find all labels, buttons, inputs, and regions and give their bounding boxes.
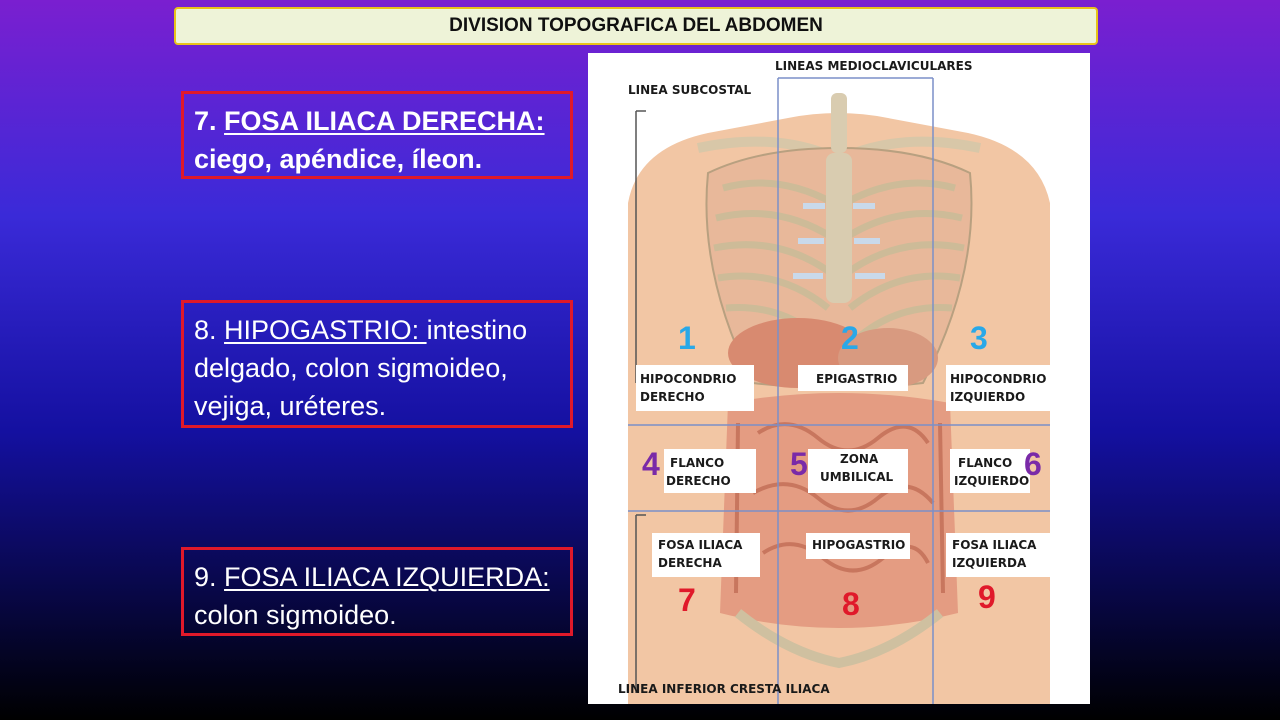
iliac-crest-line-label: LINEA INFERIOR CRESTA ILIACA — [618, 682, 830, 696]
slide-title: DIVISION TOPOGRAFICA DEL ABDOMEN — [449, 15, 823, 36]
region-6-label-line1: FLANCO — [958, 456, 1012, 470]
costal-cartilages — [793, 203, 885, 279]
card-heading: FOSA ILIACA IZQUIERDA: — [224, 562, 550, 592]
card-heading: HIPOGASTRIO: — [224, 315, 427, 345]
region-2-label-line1: EPIGASTRIO — [816, 372, 897, 386]
region-1-label-line1: HIPOCONDRIO — [640, 372, 736, 386]
region-number-4: 4 — [642, 446, 660, 482]
card-number: 9. — [194, 562, 217, 592]
region-number-7: 7 — [678, 582, 696, 618]
card-number: 7. — [194, 106, 217, 136]
region-6-label-line2: IZQUIERDO — [954, 474, 1029, 488]
card-body: colon sigmoideo. — [194, 600, 397, 630]
region-number-6: 6 — [1024, 446, 1042, 482]
pelvis — [734, 609, 944, 669]
region-card-fosa-iliaca-izquierda: 9. FOSA ILIACA IZQUIERDA: colon sigmoide… — [181, 547, 573, 636]
region-4-label-line2: DERECHO — [666, 474, 731, 488]
region-number-9: 9 — [978, 579, 996, 615]
abdomen-regions-figure: LINEAS MEDIOCLAVICULARES LINEA SUBCOSTAL… — [588, 53, 1090, 704]
side-brackets — [635, 110, 646, 693]
region-5-label-line1: ZONA — [840, 452, 879, 466]
region-lines — [628, 77, 1050, 704]
card-body: ciego, apéndice, íleon. — [194, 144, 483, 174]
region-label-boxes — [636, 365, 1052, 577]
midclavicular-lines-label: LINEAS MEDIOCLAVICULARES — [775, 59, 972, 73]
region-4-label-line1: FLANCO — [670, 456, 724, 470]
region-3-label-line1: HIPOCONDRIO — [950, 372, 1046, 386]
region-number-1: 1 — [678, 320, 696, 356]
region-7-label-line2: DERECHA — [658, 556, 722, 570]
card-body: intestino delgado, colon sigmoideo, veji… — [194, 315, 528, 421]
region-9-label-line2: IZQUIERDA — [952, 556, 1027, 570]
card-heading: FOSA ILIACA DERECHA: — [224, 106, 545, 136]
subcostal-line-label: LINEA SUBCOSTAL — [628, 83, 752, 97]
region-9-label-line1: FOSA ILIACA — [952, 538, 1037, 552]
region-3-label-line2: IZQUIERDO — [950, 390, 1025, 404]
card-number: 8. — [194, 315, 217, 345]
region-number-8: 8 — [842, 586, 860, 622]
region-number-3: 3 — [970, 320, 988, 356]
region-number-5: 5 — [790, 446, 808, 482]
anatomy-illustration: LINEAS MEDIOCLAVICULARES LINEA SUBCOSTAL… — [618, 59, 1052, 704]
region-card-hipogastrio: 8. HIPOGASTRIO: intestino delgado, colon… — [181, 300, 573, 428]
region-number-2: 2 — [841, 320, 859, 356]
region-8-label-line1: HIPOGASTRIO — [812, 538, 905, 552]
region-1-label-line2: DERECHO — [640, 390, 705, 404]
slide-title-bar: DIVISION TOPOGRAFICA DEL ABDOMEN — [174, 7, 1098, 45]
sternum — [826, 153, 852, 303]
ribs — [713, 179, 965, 346]
region-7-label-line1: FOSA ILIACA — [658, 538, 743, 552]
region-5-label-line2: UMBILICAL — [820, 470, 894, 484]
cervical-spine — [831, 93, 847, 153]
region-card-fosa-iliaca-derecha: 7. FOSA ILIACA DERECHA: ciego, apéndice,… — [181, 91, 573, 179]
